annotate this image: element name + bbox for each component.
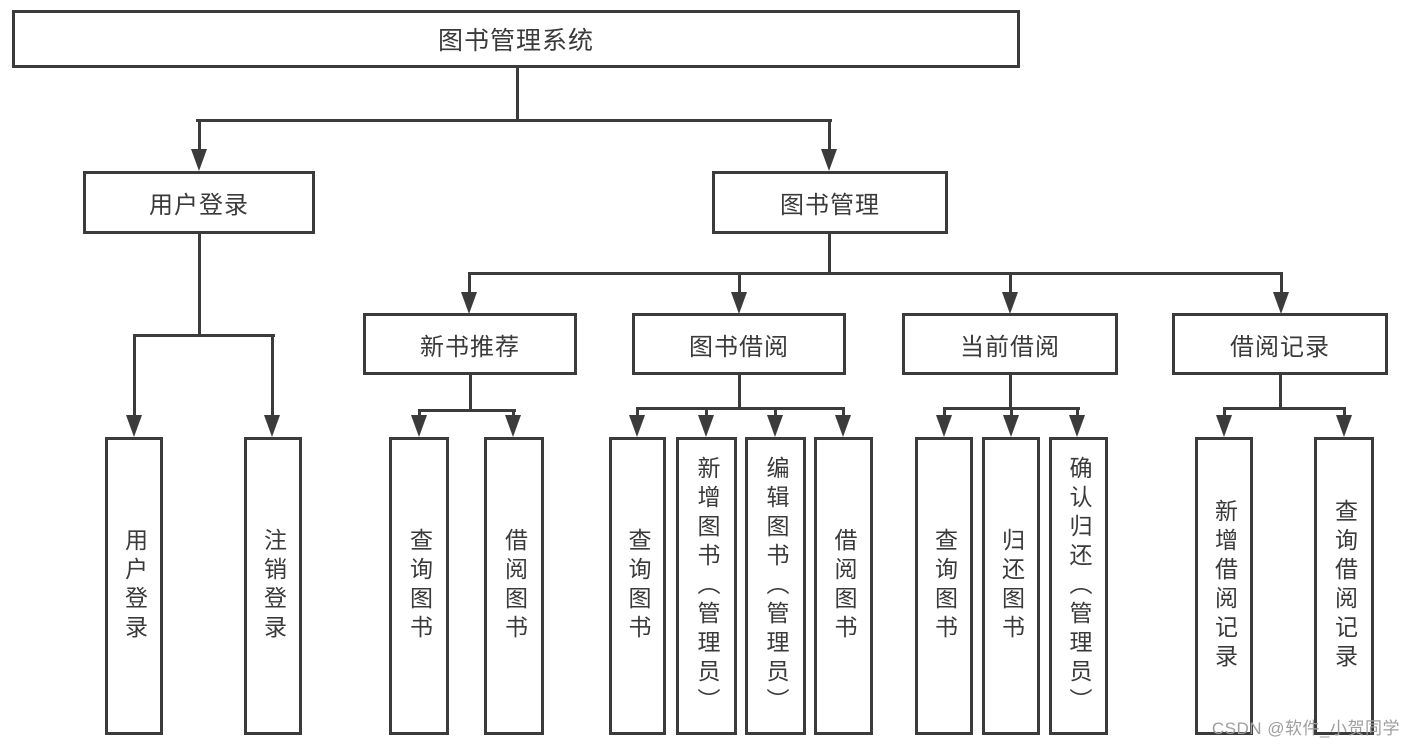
arrowhead-book-borrow: [731, 292, 747, 314]
connector-drop-current-borrow: [1009, 272, 1012, 295]
connector-bookmgmt-rail: [468, 272, 1283, 275]
watermark: CSDN @软件_小贺同学: [1211, 719, 1400, 738]
node-new-book-recommend: 新书推荐: [363, 313, 577, 375]
arrowhead-search-book-1: [411, 415, 427, 437]
node-borrow-records: 借阅记录: [1172, 313, 1388, 375]
arrowhead-new-book: [461, 292, 477, 314]
leaf-search-book-recommend: 查询图书: [389, 437, 449, 735]
leaf-borrow-book: 借阅图书: [814, 437, 873, 735]
node-label: 确认归还（管理员）: [1066, 455, 1092, 717]
node-label: 当前借阅: [960, 333, 1060, 361]
node-label: 借阅记录: [1230, 333, 1330, 361]
connector-drop-confirm-return: [1076, 407, 1079, 417]
connector-drop-borrow-book-1: [512, 409, 515, 417]
connector-userlogin-rail: [133, 334, 275, 337]
node-label: 查询借阅记录: [1331, 499, 1358, 673]
node-label: 图书管理: [780, 192, 880, 219]
arrowhead-leaf-logout: [264, 415, 280, 437]
leaf-user-login: 用户登录: [105, 437, 163, 735]
arrowhead-add-book: [698, 415, 714, 437]
leaf-borrow-book-recommend: 借阅图书: [484, 437, 544, 735]
node-book-management: 图书管理: [712, 171, 948, 234]
arrowhead-borrow-book-2: [835, 415, 851, 437]
connector-drop-user-login: [198, 119, 201, 149]
leaf-return-book: 归还图书: [982, 437, 1040, 735]
node-current-borrow: 当前借阅: [902, 313, 1118, 375]
connector-drop-new-book: [468, 272, 471, 295]
arrowhead-return-book: [1003, 415, 1019, 437]
node-label: 新增图书（管理员）: [694, 455, 720, 717]
node-label: 注销登录: [260, 528, 287, 644]
connector-borrowrecords-rail: [1223, 407, 1346, 410]
node-label: 借阅图书: [831, 528, 857, 644]
connector-bookmgmt-stem: [828, 234, 831, 275]
leaf-search-book-borrow: 查询图书: [609, 437, 666, 735]
leaf-search-book-current: 查询图书: [915, 437, 973, 735]
node-label: 编辑图书（管理员）: [763, 455, 789, 717]
node-label: 查询图书: [406, 528, 433, 644]
arrowhead-current-borrow: [1002, 292, 1018, 314]
node-book-borrow: 图书借阅: [632, 313, 846, 375]
leaf-edit-book-admin: 编辑图书（管理员）: [745, 437, 806, 735]
arrowhead-user-login: [191, 149, 207, 171]
connector-drop-search-record: [1343, 407, 1346, 417]
leaf-add-borrow-record: 新增借阅记录: [1195, 437, 1253, 735]
arrowhead-leaf-user-login: [126, 415, 142, 437]
connector-newbook-rail: [418, 409, 516, 412]
leaf-add-book-admin: 新增图书（管理员）: [676, 437, 737, 735]
connector-drop-borrow-book-2: [842, 407, 845, 417]
arrowhead-edit-book: [767, 415, 783, 437]
connector-currentborrow-stem: [1009, 375, 1012, 410]
node-label: 查询图书: [931, 528, 958, 644]
node-label: 用户登录: [121, 528, 148, 644]
node-label: 新书推荐: [420, 333, 520, 361]
arrowhead-book-management: [821, 149, 837, 171]
connector-drop-book-borrow: [738, 272, 741, 295]
connector-drop-search-book-3: [943, 407, 946, 417]
connector-drop-add-record: [1223, 407, 1226, 417]
connector-drop-search-book-2: [636, 407, 639, 417]
connector-bookborrow-stem: [738, 375, 741, 410]
connector-drop-return-book: [1010, 407, 1013, 417]
arrowhead-search-record: [1336, 415, 1352, 437]
node-label: 归还图书: [998, 528, 1025, 644]
node-user-login: 用户登录: [83, 171, 315, 234]
connector-drop-leaf-logout: [271, 334, 274, 415]
connector-root-stem: [516, 67, 519, 120]
arrowhead-add-record: [1216, 415, 1232, 437]
arrowhead-confirm-return: [1069, 415, 1085, 437]
connector-newbook-stem: [469, 375, 472, 412]
connector-bookborrow-rail: [636, 407, 845, 410]
arrowhead-borrow-records: [1273, 292, 1289, 314]
connector-userlogin-stem: [198, 234, 201, 336]
connector-drop-search-book-1: [418, 409, 421, 417]
arrowhead-search-book-3: [936, 415, 952, 437]
node-label: 新增借阅记录: [1211, 499, 1238, 673]
node-label: 用户登录: [149, 192, 249, 219]
connector-drop-borrow-records: [1280, 272, 1283, 295]
leaf-search-borrow-record: 查询借阅记录: [1314, 437, 1374, 735]
arrowhead-search-book-2: [629, 415, 645, 437]
connector-drop-book-management: [828, 119, 831, 149]
connector-drop-add-book: [705, 407, 708, 417]
node-label: 图书借阅: [689, 333, 789, 361]
leaf-confirm-return-admin: 确认归还（管理员）: [1049, 437, 1108, 735]
connector-root-rail: [196, 119, 832, 122]
node-label: 查询图书: [625, 528, 651, 644]
arrowhead-borrow-book-1: [505, 415, 521, 437]
leaf-logout: 注销登录: [244, 437, 302, 735]
node-library-management-system: 图书管理系统: [12, 10, 1020, 68]
node-label: 图书管理系统: [437, 27, 594, 55]
connector-drop-leaf-user-login: [133, 334, 136, 415]
connector-borrowrecords-stem: [1279, 375, 1282, 410]
connector-drop-edit-book: [774, 407, 777, 417]
node-label: 借阅图书: [501, 528, 528, 644]
